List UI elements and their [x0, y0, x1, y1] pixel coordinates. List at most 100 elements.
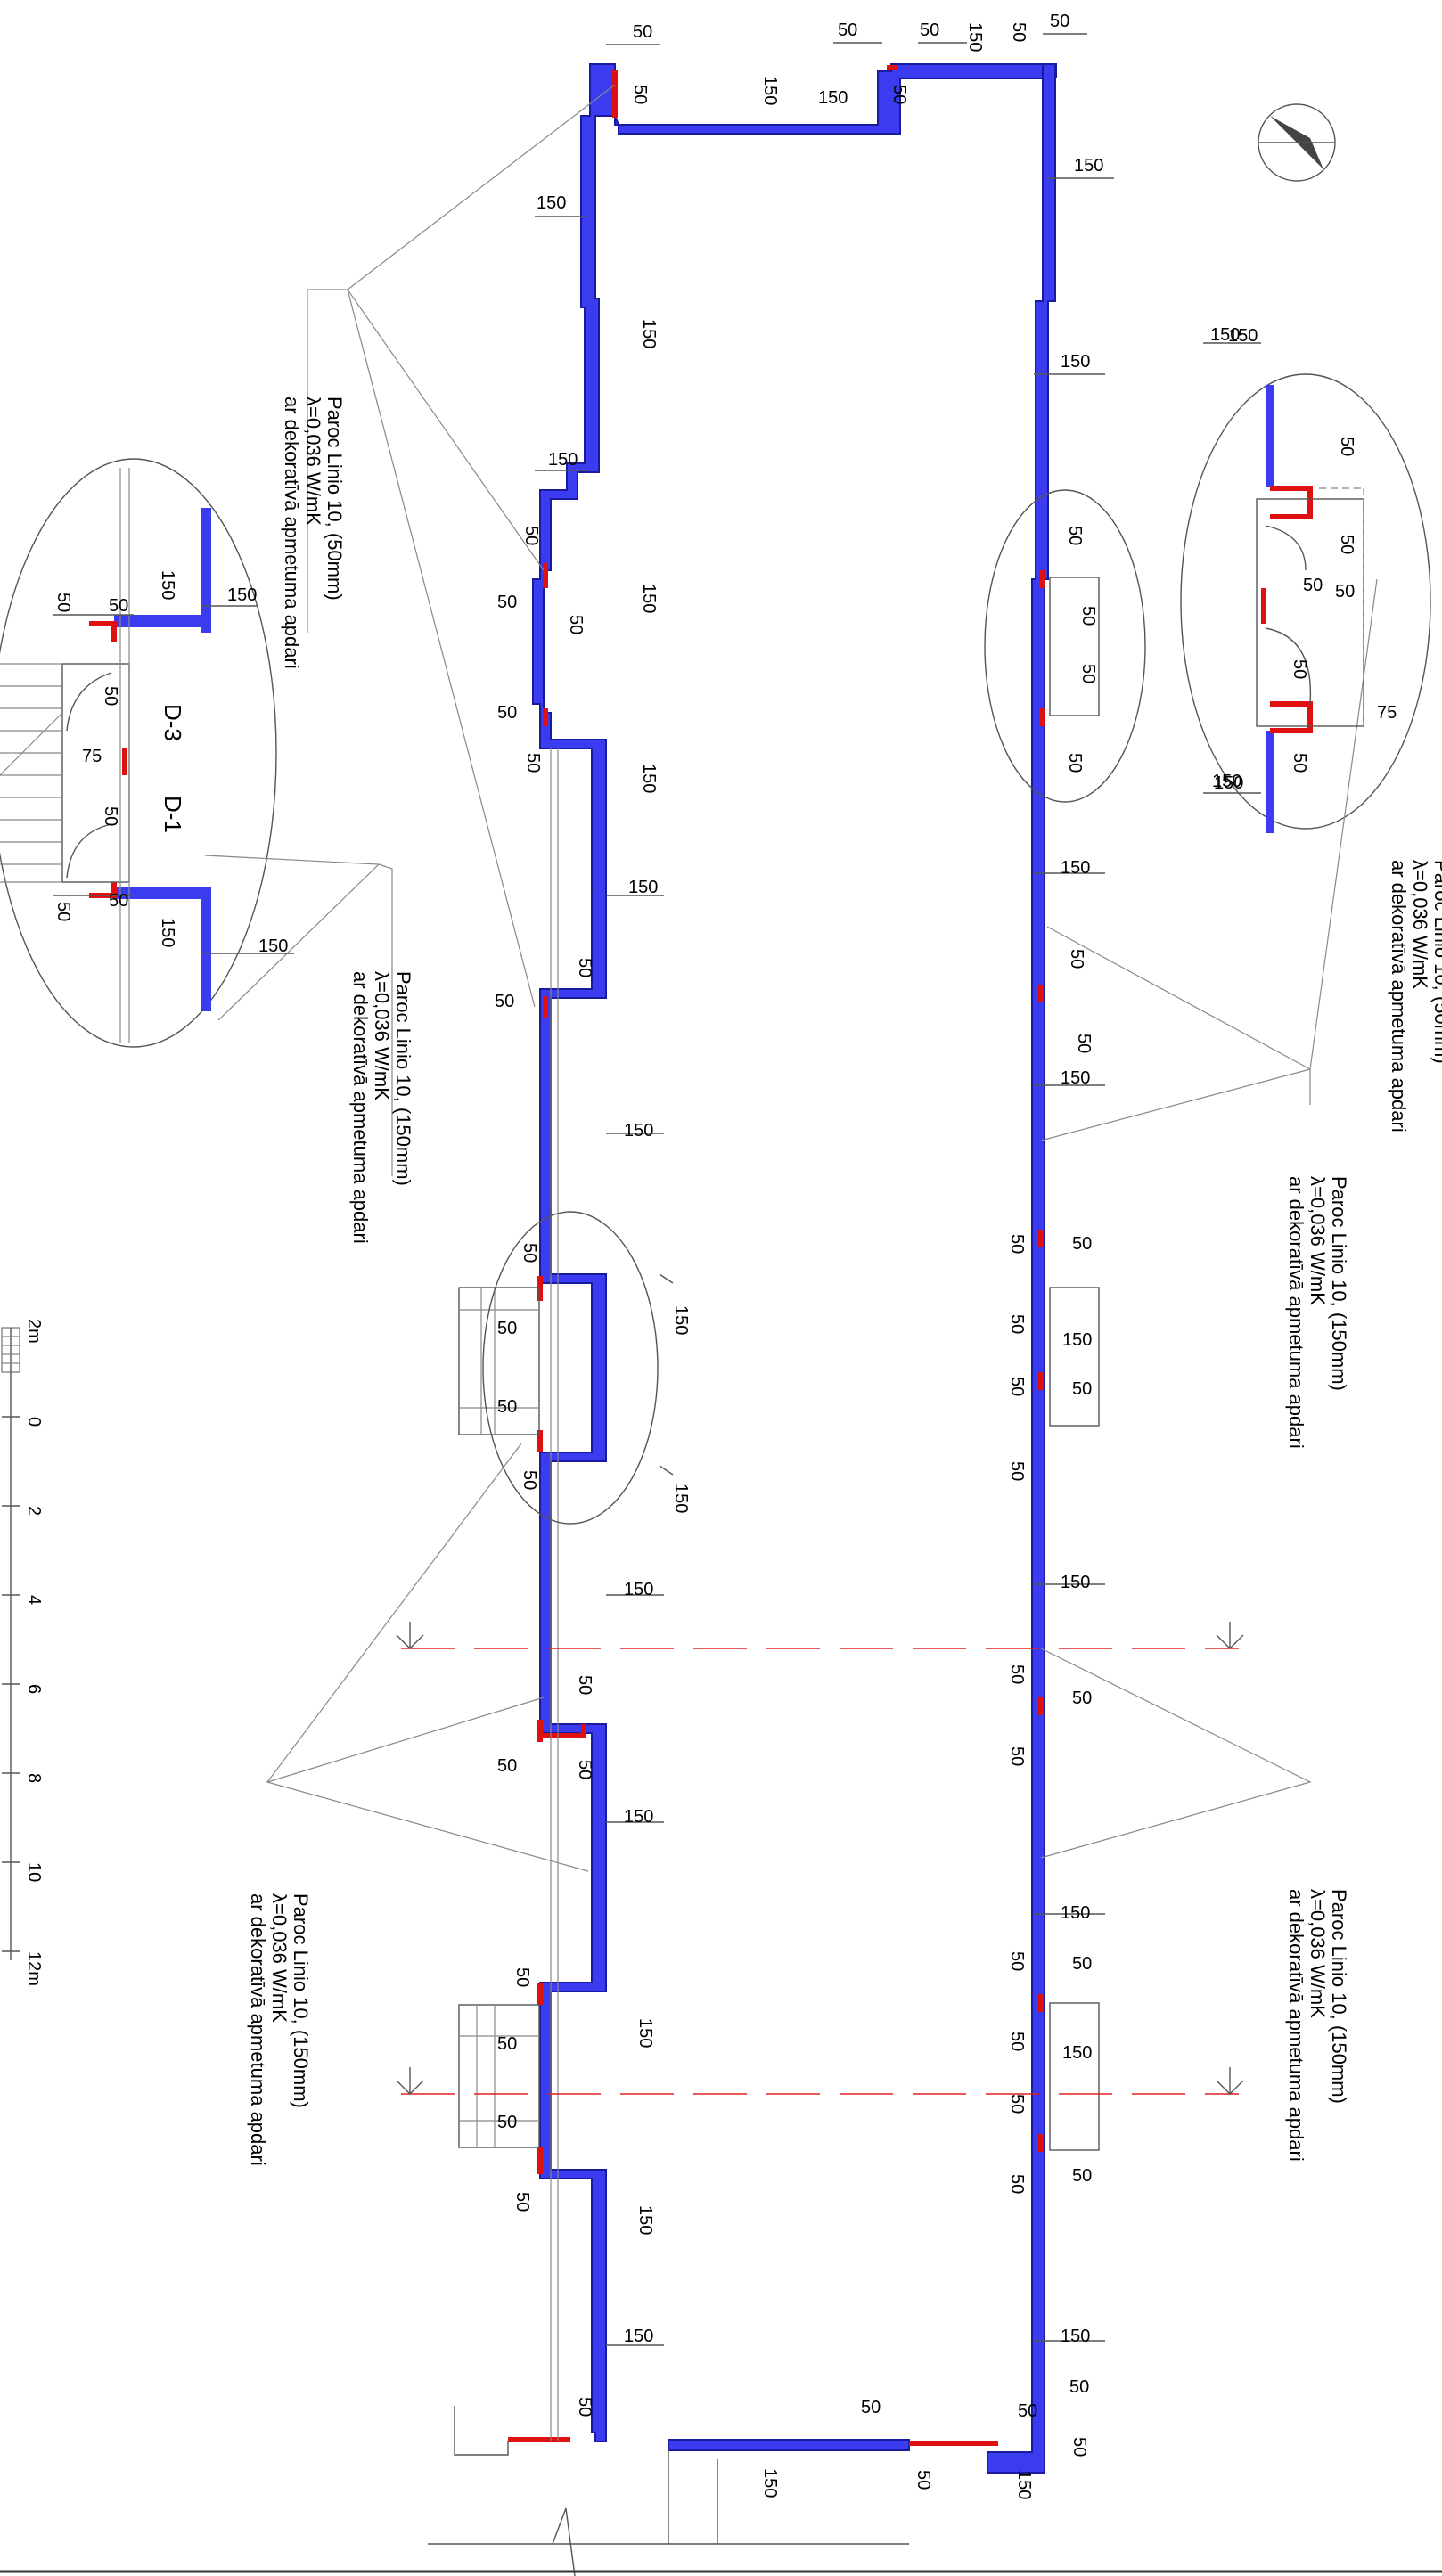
dim-label: 150: [624, 1807, 653, 1827]
dim-label: 150: [1061, 2327, 1090, 2346]
dim-label: 50: [53, 902, 73, 921]
dim-label: 50: [1007, 1461, 1027, 1481]
dim-label: 50: [1069, 2437, 1089, 2457]
dim-label: 50: [1065, 526, 1085, 545]
callout-line1: Paroc Linio 10, (150mm): [1328, 1176, 1350, 1391]
dim-label: 75: [82, 747, 102, 766]
dim-label: 50: [1050, 12, 1069, 31]
section-line-b: [396, 2067, 1244, 2095]
callout-line3: ar dekoratīvā apmetuma apdari: [281, 397, 303, 669]
insulation-accents: [508, 65, 1045, 2446]
dim-label: 50: [497, 1756, 517, 1776]
dim-label: 150: [635, 2018, 655, 2048]
callout-line2: λ=0,036 W/mK: [1409, 860, 1431, 989]
dim-label: 50: [1303, 576, 1323, 595]
dim-label: 75: [1377, 703, 1397, 723]
dim-label: 50: [1007, 1746, 1027, 1766]
dim-label: 50: [920, 20, 939, 40]
scale-label-12m: 12m: [24, 1951, 44, 1986]
dim-label: 50: [1335, 582, 1355, 601]
inner-left-wall-line: [550, 748, 559, 2441]
callout-line3: ar dekoratīvā apmetuma apdari: [1388, 860, 1410, 1133]
north-arrow-icon: [1258, 103, 1336, 182]
left-balcony-lower: [458, 2004, 540, 2148]
dim-label: 50: [1007, 1314, 1027, 1334]
dim-label: 50: [1009, 22, 1028, 42]
detail-left-contents: [0, 468, 211, 1043]
dim-label: 50: [575, 1760, 594, 1779]
dim-label: 150: [628, 878, 658, 897]
dim-label: 50: [497, 1319, 517, 1338]
dim-label: 150: [639, 584, 659, 613]
dim-label: 150: [965, 22, 985, 52]
dim-label: 50: [1078, 606, 1098, 626]
dim-label: 150: [158, 918, 177, 947]
dim-label: 50: [497, 2034, 517, 2054]
dim-label: 50: [520, 1470, 539, 1490]
dim-label: 50: [101, 806, 120, 826]
dimension-labels-vertical: 150 50 50 150 50 150 50 150 50 50 150 50…: [53, 22, 1356, 2499]
callout-line3: ar dekoratīvā apmetuma apdari: [349, 971, 372, 1244]
dim-label: 50: [512, 2192, 532, 2212]
dim-label: 150: [1061, 352, 1090, 372]
callout-line3: ar dekoratīvā apmetuma apdari: [1285, 1176, 1307, 1449]
dim-label: 50: [497, 2113, 517, 2132]
dim-label: 50: [1007, 2032, 1027, 2051]
dim-label: 50: [1074, 1034, 1094, 1053]
dim-label: 150: [671, 1484, 691, 1513]
dim-label: 150: [1212, 772, 1241, 791]
door-labels: D-3 D-1: [160, 704, 186, 833]
dim-label: 150: [671, 1305, 691, 1335]
detail-ellipse-top-right: [1180, 373, 1431, 830]
dim-label: 150: [624, 1580, 653, 1599]
right-facade-wall: [987, 63, 1056, 2474]
dim-label: 50: [497, 593, 517, 612]
dim-label: 50: [566, 615, 586, 634]
scale-label-6: 6: [24, 1684, 44, 1694]
dim-label: 50: [1007, 2174, 1027, 2194]
dim-label: 150: [1014, 2470, 1034, 2499]
dim-label: 50: [1067, 949, 1086, 969]
dim-label: 50: [889, 85, 909, 104]
dim-label: 50: [512, 1967, 532, 1987]
dim-label: 50: [1007, 1234, 1027, 1254]
dim-label: 50: [1337, 535, 1356, 554]
dim-label: 150: [548, 450, 578, 470]
callout-line2: λ=0,036 W/mK: [371, 971, 393, 1100]
dim-label: 50: [1337, 437, 1356, 456]
scale-label-2: 2: [24, 1506, 44, 1516]
dim-label: 50: [1007, 2094, 1027, 2114]
dim-label: 50: [1007, 1951, 1027, 1971]
callout-line3: ar dekoratīvā apmetuma apdari: [247, 1893, 269, 2166]
dimension-ticks: [53, 33, 1261, 2346]
callout-line2: λ=0,036 W/mK: [268, 1893, 291, 2023]
dim-label: 150: [639, 764, 659, 793]
dim-label: 150: [624, 1121, 653, 1141]
dim-label: 50: [1290, 753, 1309, 773]
callout-line2: λ=0,036 W/mK: [302, 397, 324, 526]
left-balcony-upper: [458, 1287, 540, 1435]
dim-label: 150: [624, 2327, 653, 2346]
dim-label: 50: [1018, 2401, 1037, 2421]
ground-break-line: [0, 2406, 1442, 2576]
bottom-wall: [668, 2439, 910, 2451]
door-label-d1: D-1: [160, 796, 186, 833]
dim-label: 50: [1072, 1689, 1092, 1708]
dim-label: 150: [1061, 1903, 1090, 1923]
callout-line1: Paroc Linio 10, (150mm): [290, 1893, 312, 2108]
dim-label: 50: [53, 593, 73, 612]
left-facade-wall: [532, 63, 616, 2442]
scale-label-10: 10: [24, 1862, 44, 1882]
callout-line1: Paroc Linio 10, (50mm): [324, 397, 346, 601]
dim-label: 50: [521, 526, 541, 545]
dim-label: 50: [1065, 753, 1085, 773]
detail-ellipse-left: [0, 458, 277, 1048]
dim-label: 50: [838, 20, 857, 40]
dim-label: 150: [1210, 325, 1240, 345]
dim-label: 50: [861, 2398, 881, 2417]
dim-label: 50: [109, 596, 128, 616]
dim-label: 150: [537, 193, 566, 213]
dim-label: 50: [914, 2470, 933, 2490]
scale-label-4: 4: [24, 1595, 44, 1605]
dim-label: 50: [633, 22, 652, 42]
